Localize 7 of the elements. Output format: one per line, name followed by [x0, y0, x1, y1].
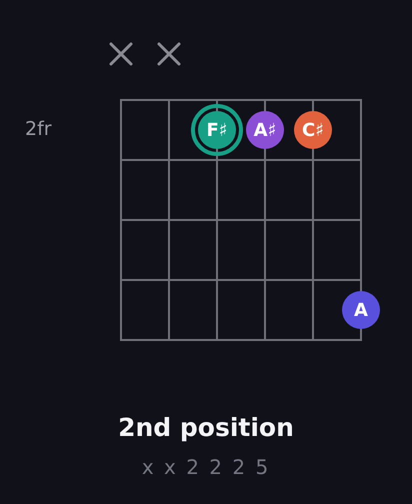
note-marker: A: [342, 291, 380, 329]
root-note-marker: F♯: [191, 104, 243, 156]
note-marker: A♯: [246, 111, 284, 149]
note-marker: C♯: [294, 111, 332, 149]
fret-number: 2fr: [25, 118, 52, 140]
fingering-text: x x 2 2 2 5: [140, 455, 272, 479]
chord-title: 2nd position: [117, 413, 295, 442]
